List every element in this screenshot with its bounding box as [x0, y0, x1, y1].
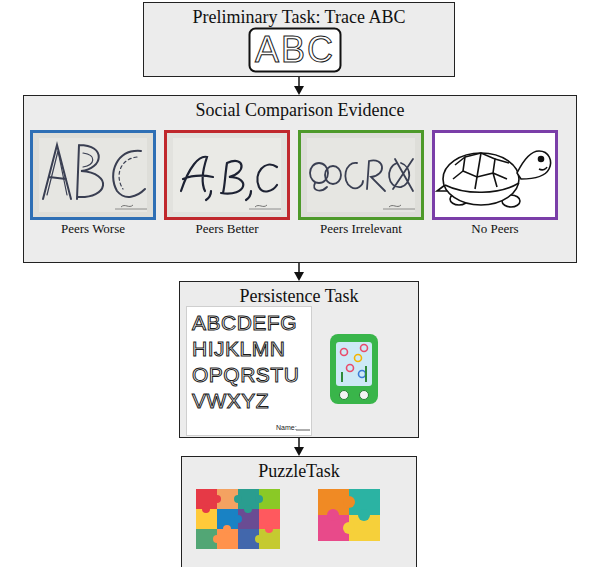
condition-caption: Peers Better: [195, 221, 258, 237]
arrow-line: [298, 438, 300, 448]
arrow-head: [294, 447, 304, 456]
tracing-letters: ABCDEFG: [192, 310, 297, 336]
process-box: Social Comparison Evidence Peers Worse P…: [23, 95, 577, 263]
puzzle-picture: [196, 489, 280, 549]
sheet-label: Name:: [276, 423, 297, 432]
arrow-head: [294, 272, 304, 281]
flow-arrow: [294, 263, 304, 281]
box-title: PuzzleTask: [182, 457, 416, 482]
tracing-letters: ABC: [248, 27, 342, 73]
flow-arrow: [294, 438, 304, 456]
evidence-picture: Peers Irrelevant: [298, 130, 424, 220]
evidence-picture: Peers Better: [164, 130, 290, 220]
arrow-line: [298, 263, 300, 273]
tracing-letters: VWXYZ: [192, 388, 269, 414]
evidence-picture: No Peers: [432, 130, 558, 220]
handwriting-sample: [33, 133, 153, 217]
tracing-letters: HIJKLMN: [192, 336, 285, 362]
evidence-picture: Peers Worse: [30, 130, 156, 220]
flow-arrow: [294, 77, 304, 95]
box-title: Social Comparison Evidence: [24, 96, 576, 121]
condition-caption: No Peers: [471, 221, 518, 237]
water-game-toy: [328, 332, 380, 406]
arrow-head: [294, 86, 304, 95]
tracing-letters: OPQRSTU: [192, 362, 299, 388]
puzzle-picture: [316, 487, 382, 543]
turtle-picture: [435, 133, 555, 217]
box-title: Preliminary Task: Trace ABC: [144, 3, 454, 28]
handwriting-sample: [167, 133, 287, 217]
process-box: Preliminary Task: Trace ABCABC: [143, 2, 455, 77]
process-box: Persistence TaskABCDEFGHIJKLMNOPQRSTUVWX…: [179, 281, 419, 438]
box-title: Persistence Task: [180, 282, 418, 307]
condition-caption: Peers Irrelevant: [320, 221, 402, 237]
handwriting-sample: [301, 133, 421, 217]
condition-caption: Peers Worse: [61, 221, 125, 237]
arrow-line: [298, 77, 300, 87]
process-box: PuzzleTask: [181, 456, 417, 567]
